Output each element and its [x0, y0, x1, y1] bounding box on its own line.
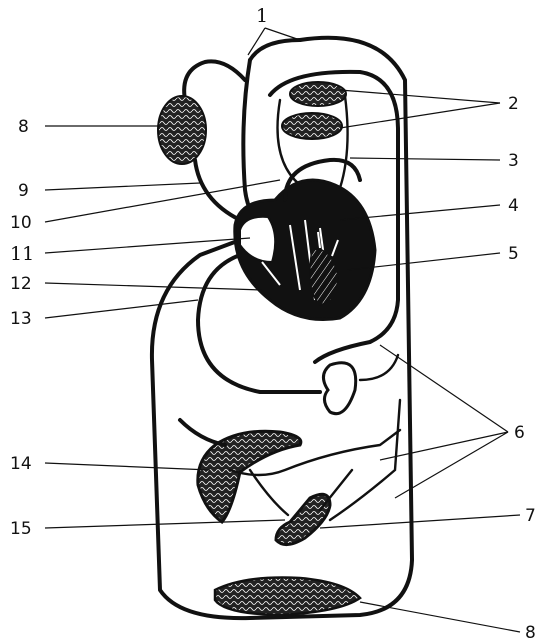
label-15: 15	[10, 519, 32, 539]
label-8-bottom: 8	[525, 623, 536, 643]
lung-capillary-bed	[158, 96, 206, 164]
label-13: 13	[10, 309, 32, 329]
head-capillary-bed-upper	[290, 82, 346, 106]
label-2: 2	[508, 94, 519, 114]
aorta-outer	[250, 40, 300, 60]
label-12: 12	[10, 274, 32, 294]
pulmonary-artery	[184, 61, 245, 100]
label-4: 4	[508, 196, 519, 216]
label-3: 3	[508, 151, 519, 171]
abdominal-artery	[320, 400, 400, 520]
liver	[198, 431, 301, 522]
stomach	[323, 363, 355, 414]
label-8-top: 8	[18, 117, 29, 137]
lower-body-capillary-bed	[215, 578, 360, 616]
head-capillary-bed-lower	[282, 113, 342, 139]
head-vessel-loop	[278, 96, 348, 188]
kidney	[276, 494, 330, 544]
label-11: 11	[10, 243, 34, 265]
stomach-artery	[360, 355, 398, 380]
label-14: 14	[10, 454, 32, 474]
label-7: 7	[525, 506, 536, 526]
pulmonary-vein	[195, 160, 240, 220]
label-10: 10	[10, 213, 32, 233]
label-6: 6	[514, 423, 525, 443]
label-1: 1	[256, 5, 268, 27]
renal-branch	[250, 470, 288, 515]
label-9: 9	[18, 181, 29, 201]
label-5: 5	[508, 244, 519, 264]
